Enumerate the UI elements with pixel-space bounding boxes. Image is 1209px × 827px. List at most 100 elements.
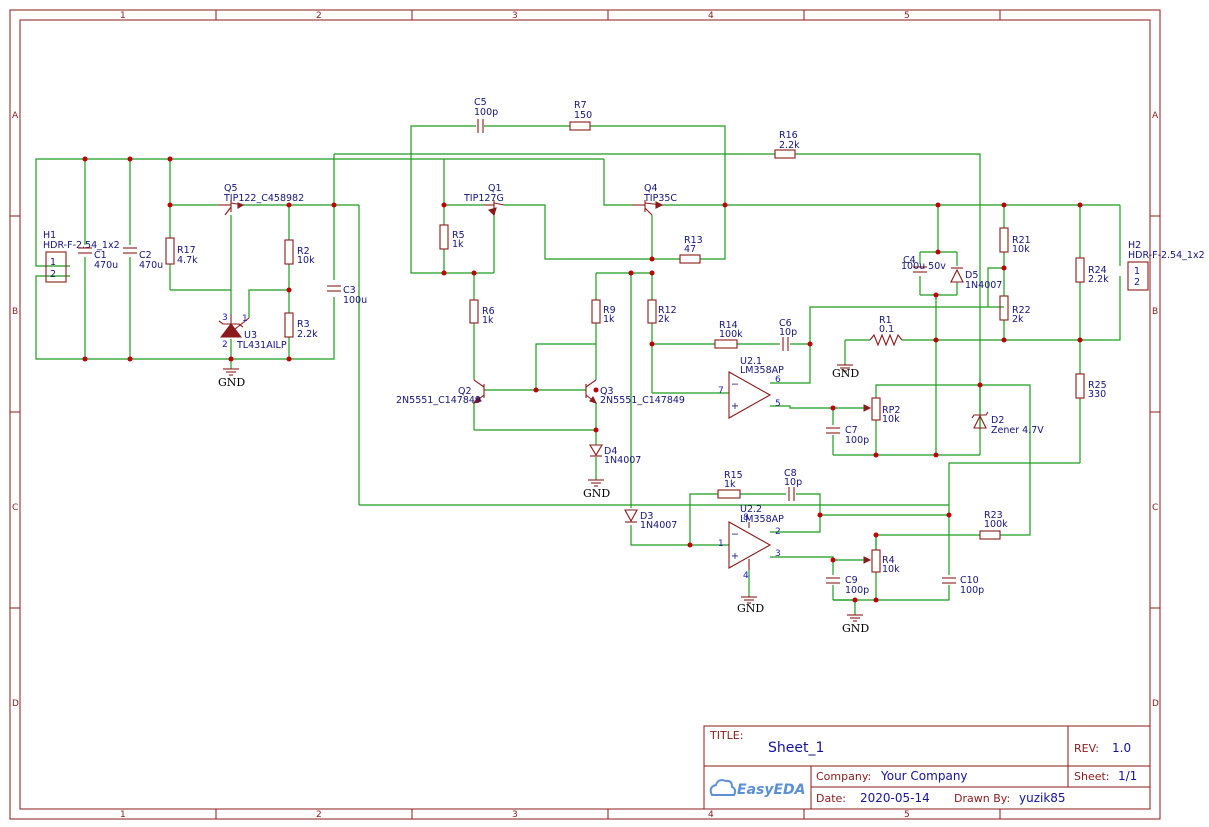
title-value: Sheet_1 bbox=[768, 740, 824, 756]
svg-text:+: + bbox=[731, 551, 739, 562]
q4-ref: Q4 bbox=[644, 183, 658, 194]
c7-value: 100p bbox=[845, 435, 869, 446]
col-label: 5 bbox=[904, 11, 910, 21]
gnd-label: GND bbox=[842, 622, 869, 635]
d5-ref: D5 bbox=[965, 270, 978, 281]
c5-value: 100p bbox=[474, 107, 498, 118]
r2-ref: R2 bbox=[297, 246, 310, 257]
r16-ref: R16 bbox=[779, 130, 798, 141]
rp2-wiper-arrow bbox=[863, 404, 872, 412]
r2-value: 10k bbox=[297, 255, 315, 266]
col-label: 4 bbox=[708, 11, 714, 21]
diode-d5: D5 1N4007 bbox=[950, 267, 1002, 291]
c8-value: 10p bbox=[784, 477, 802, 488]
row-label: C bbox=[12, 503, 18, 513]
u21-pin6: 6 bbox=[775, 375, 781, 385]
diode-d3: D3 1N4007 bbox=[624, 509, 677, 531]
row-label: B bbox=[12, 307, 18, 317]
c2-ref: C2 bbox=[139, 250, 152, 261]
r4-ref: R4 bbox=[882, 555, 895, 566]
zener-d2: D2 Zener 4.7V bbox=[971, 411, 1044, 436]
sheet-frame: 1 2 3 4 5 1 2 3 4 5 A B C D A B C D bbox=[9, 9, 1161, 820]
gnd-label: GND bbox=[583, 487, 610, 500]
r5-value: 1k bbox=[452, 239, 464, 250]
r21-ref: R21 bbox=[1012, 235, 1031, 246]
c3-ref: C3 bbox=[343, 285, 356, 296]
capacitor-c2: C2 470u bbox=[123, 247, 163, 271]
drawn-label: Drawn By: bbox=[954, 792, 1010, 805]
capacitor-c7: C7 100p bbox=[826, 425, 869, 446]
r17-value: 4.7k bbox=[177, 255, 198, 266]
header-h1: 1 2 H1 HDR-F-2.54_1x2 bbox=[43, 230, 120, 283]
r24-ref: R24 bbox=[1088, 265, 1107, 276]
rev-label: REV: bbox=[1074, 742, 1099, 755]
r4-value: 10k bbox=[882, 564, 900, 575]
r23-value: 100k bbox=[984, 519, 1008, 530]
q3-value: 2N5551_C147849 bbox=[600, 395, 685, 406]
c4-ref: C4 bbox=[903, 255, 916, 266]
r22-value: 2k bbox=[1012, 314, 1024, 325]
transistor-q3 bbox=[585, 379, 598, 404]
d5-value: 1N4007 bbox=[965, 280, 1002, 291]
svg-text:−: − bbox=[731, 529, 739, 540]
row-label: D bbox=[12, 699, 19, 709]
opamp-u2-2: − + 1 2 3 4 8 U2.2 LM358AP bbox=[718, 504, 784, 581]
q3-ref: Q3 bbox=[600, 386, 614, 397]
c1-ref: C1 bbox=[94, 250, 107, 261]
company-value: Your Company bbox=[880, 769, 968, 783]
date-value: 2020-05-14 bbox=[860, 791, 930, 805]
title-label: TITLE: bbox=[709, 729, 743, 742]
r13-ref: R13 bbox=[684, 235, 703, 246]
c1-value: 470u bbox=[94, 260, 118, 271]
c2-value: 470u bbox=[139, 260, 163, 271]
col-label: 2 bbox=[316, 810, 322, 820]
svg-text:+: + bbox=[731, 401, 739, 412]
h1-pin1: 1 bbox=[50, 257, 56, 268]
rev-value: 1.0 bbox=[1112, 741, 1131, 755]
d2-ref: D2 bbox=[991, 415, 1004, 426]
r23-ref: R23 bbox=[984, 510, 1003, 521]
d2-value: Zener 4.7V bbox=[991, 425, 1044, 436]
rp2-ref: RP2 bbox=[882, 405, 900, 416]
c6-ref: C6 bbox=[779, 318, 792, 329]
r22-ref: R22 bbox=[1012, 305, 1031, 316]
u22-pin4: 4 bbox=[743, 571, 749, 581]
q5-value: TIP122_C458982 bbox=[223, 193, 304, 204]
u3-pin1: 1 bbox=[242, 314, 248, 324]
row-label: C bbox=[1152, 503, 1158, 513]
u22-value: LM358AP bbox=[740, 514, 784, 525]
capacitor-c10: C10 100p bbox=[942, 575, 984, 596]
row-label: A bbox=[1152, 111, 1159, 121]
r3-value: 2.2k bbox=[297, 329, 318, 340]
h2-pin2: 2 bbox=[1134, 277, 1140, 288]
capacitor-c3: C3 100u bbox=[327, 285, 367, 306]
u22-pin8: 8 bbox=[743, 513, 749, 523]
cloud-icon bbox=[709, 779, 737, 796]
r14-value: 100k bbox=[719, 329, 743, 340]
capacitor-c5: C5 100p bbox=[474, 97, 498, 133]
col-label: 5 bbox=[904, 810, 910, 820]
c9-ref: C9 bbox=[845, 575, 858, 586]
c6-value: 10p bbox=[779, 327, 797, 338]
col-label: 1 bbox=[120, 11, 126, 21]
r4-wiper-arrow bbox=[863, 556, 872, 564]
u22-pin1: 1 bbox=[718, 539, 724, 549]
col-label: 4 bbox=[708, 810, 714, 820]
h1-pin2: 2 bbox=[50, 269, 56, 280]
c10-value: 100p bbox=[960, 585, 984, 596]
shunt-regulator-u3: 1 2 3 U3 TL431AILP bbox=[218, 313, 287, 351]
u3-value: TL431AILP bbox=[236, 340, 287, 351]
c8-ref: C8 bbox=[784, 468, 797, 479]
c10-ref: C10 bbox=[960, 575, 979, 586]
q1-ref: Q1 bbox=[488, 183, 502, 194]
c4-value: 100u 50v bbox=[901, 261, 946, 272]
r15-ref: R15 bbox=[724, 470, 743, 481]
q5-ref: Q5 bbox=[224, 183, 238, 194]
h1-value: HDR-F-2.54_1x2 bbox=[43, 240, 120, 251]
rp2-value: 10k bbox=[882, 414, 900, 425]
r6-value: 1k bbox=[482, 315, 494, 326]
r25-ref: R25 bbox=[1088, 380, 1107, 391]
q1-value: TIP127G bbox=[463, 193, 504, 204]
r13-value: 47 bbox=[684, 244, 696, 255]
col-label: 2 bbox=[316, 11, 322, 21]
